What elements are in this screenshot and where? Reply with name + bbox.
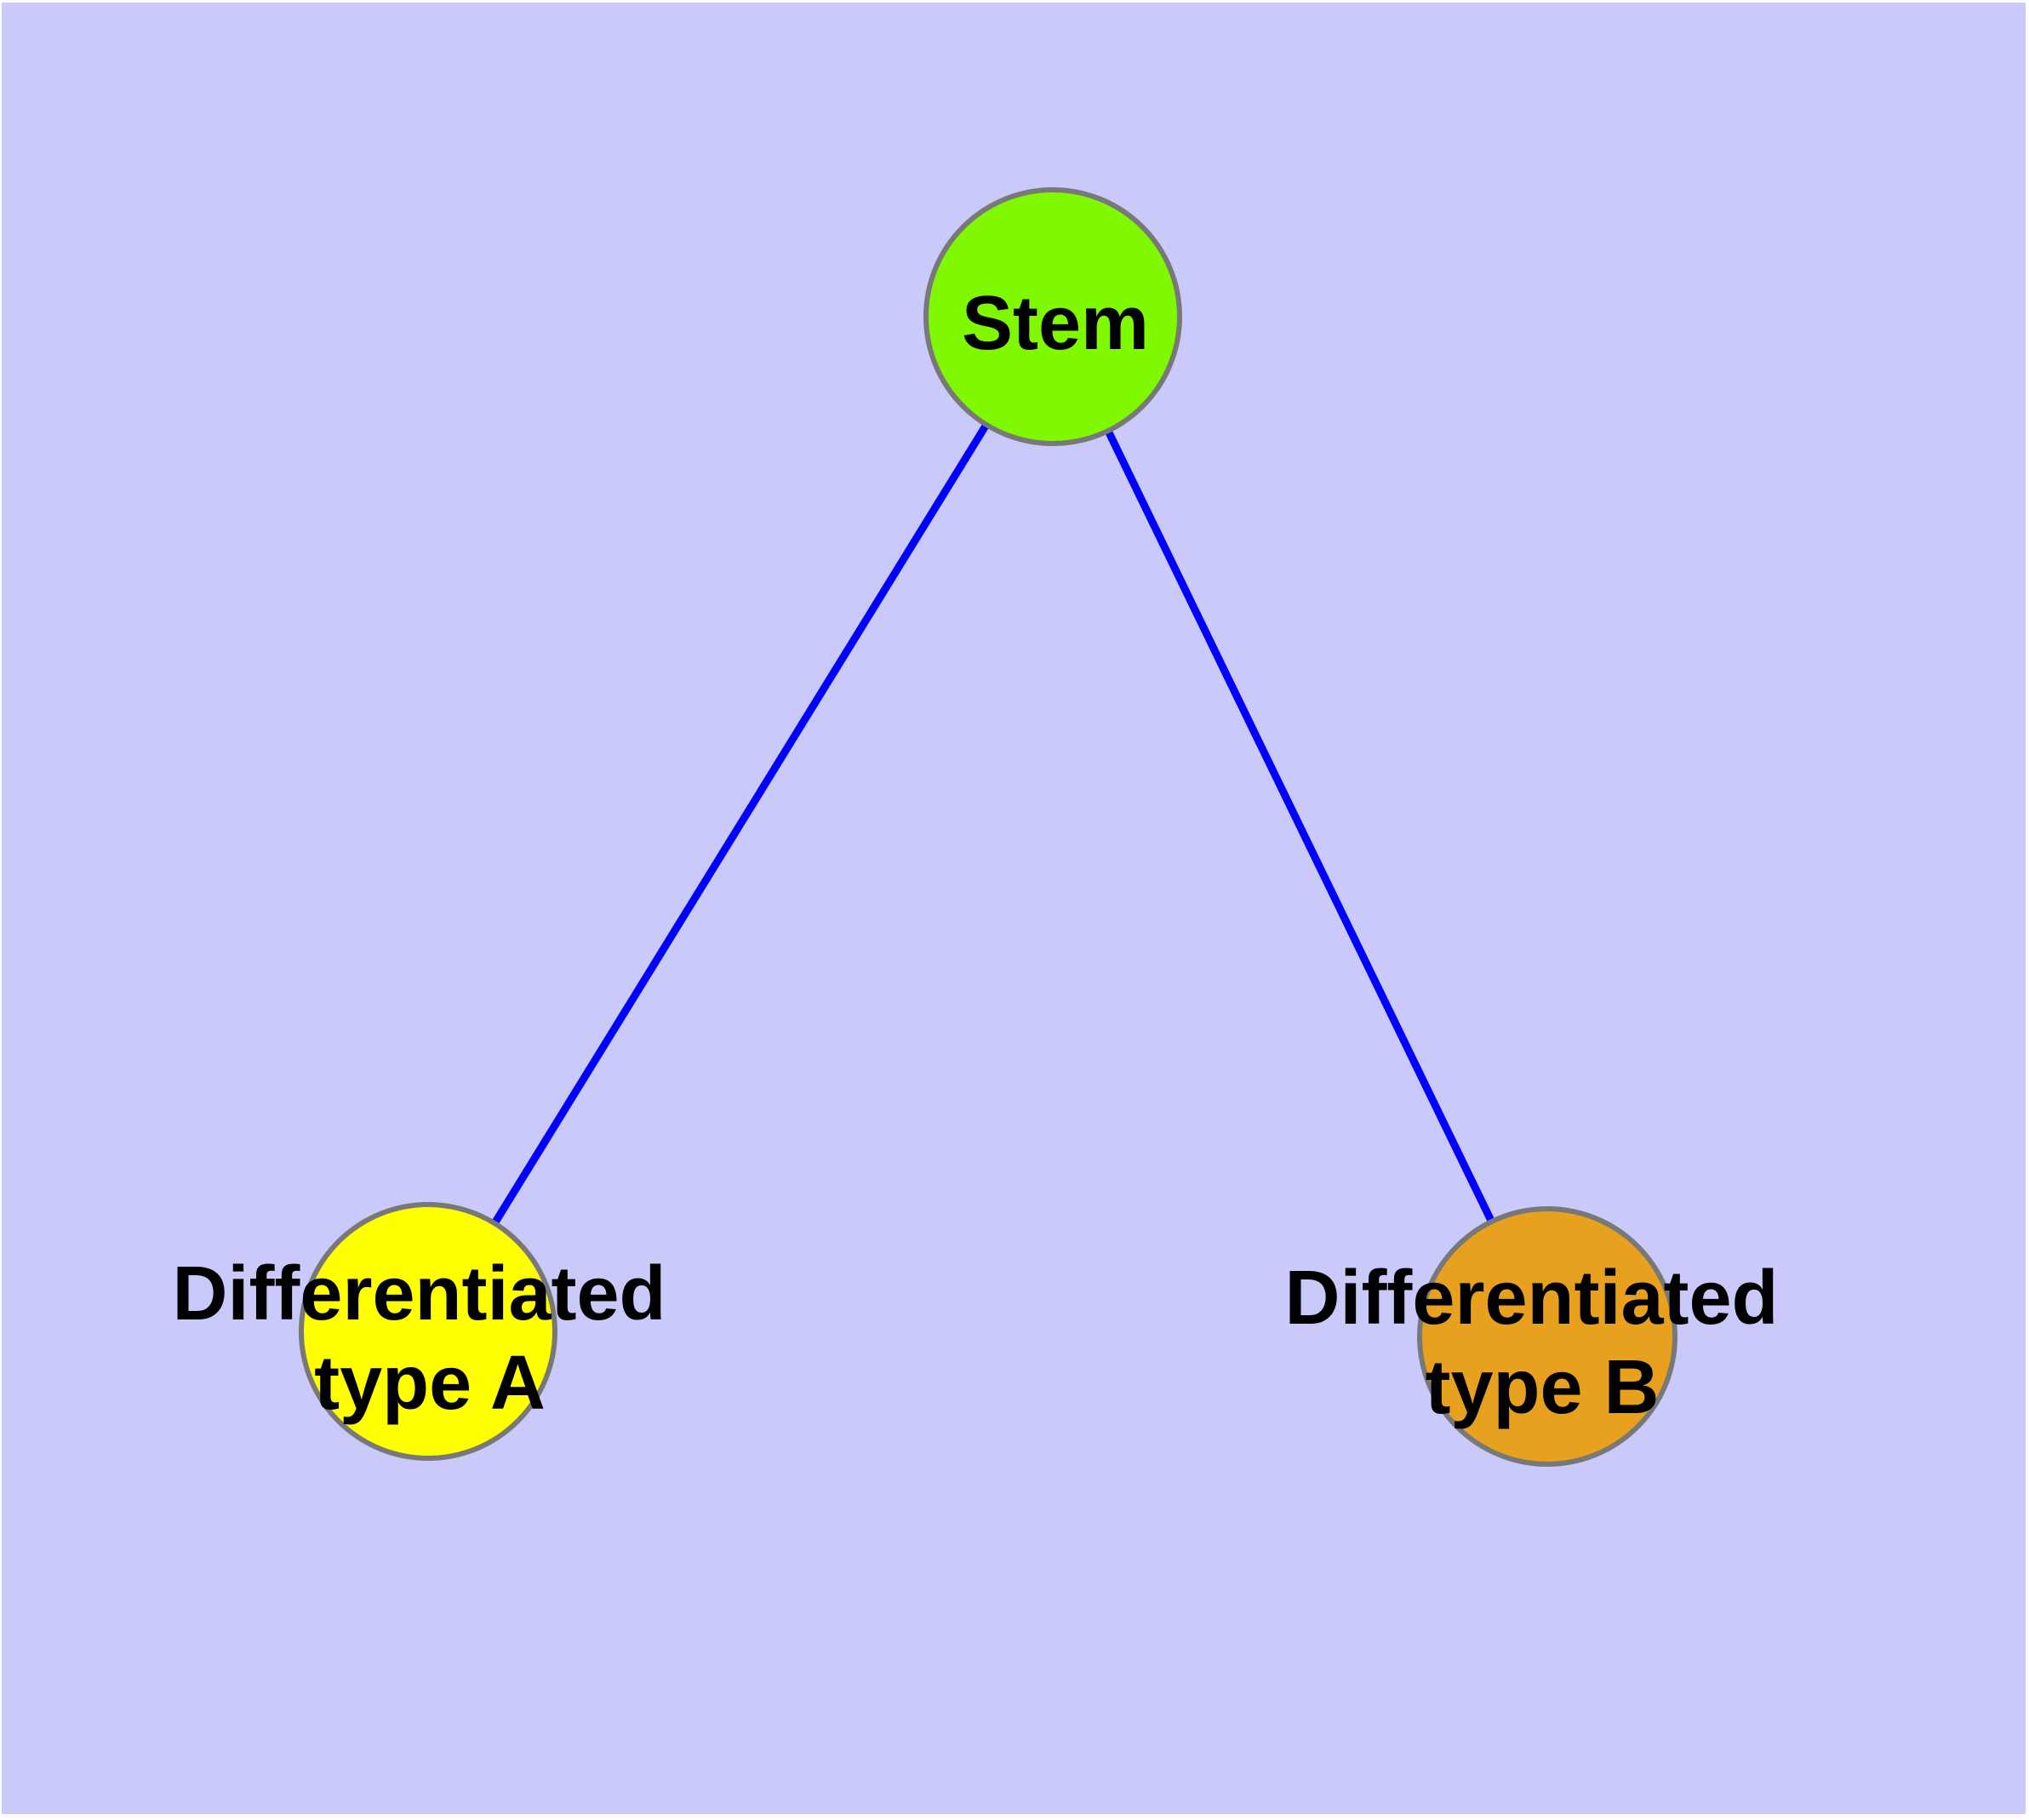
node-diff-b-label: Differentiated type B: [1284, 1256, 1799, 1430]
edge-stem-to-diff-b: [1049, 315, 1552, 1338]
node-diff-b: Differentiated type B: [1284, 1206, 1799, 1467]
node-diff-a: Differentiated type A: [172, 1202, 687, 1461]
edge-stem-to-diff-a: [425, 314, 1056, 1334]
node-stem-circle: [923, 187, 1182, 446]
node-diff-b-circle: [1417, 1206, 1677, 1467]
node-diff-a-label-line2: type A: [314, 1341, 546, 1426]
node-diff-a-circle: [299, 1202, 557, 1461]
node-diff-b-label-line1: Differentiated: [1284, 1256, 1778, 1341]
node-stem-label: Stem: [962, 281, 1149, 366]
node-diff-a-label: Differentiated type A: [172, 1251, 687, 1426]
node-diff-a-label-line1: Differentiated: [172, 1251, 666, 1336]
node-diff-b-label-line2: type B: [1425, 1345, 1659, 1430]
node-stem: Stem: [923, 187, 1182, 446]
